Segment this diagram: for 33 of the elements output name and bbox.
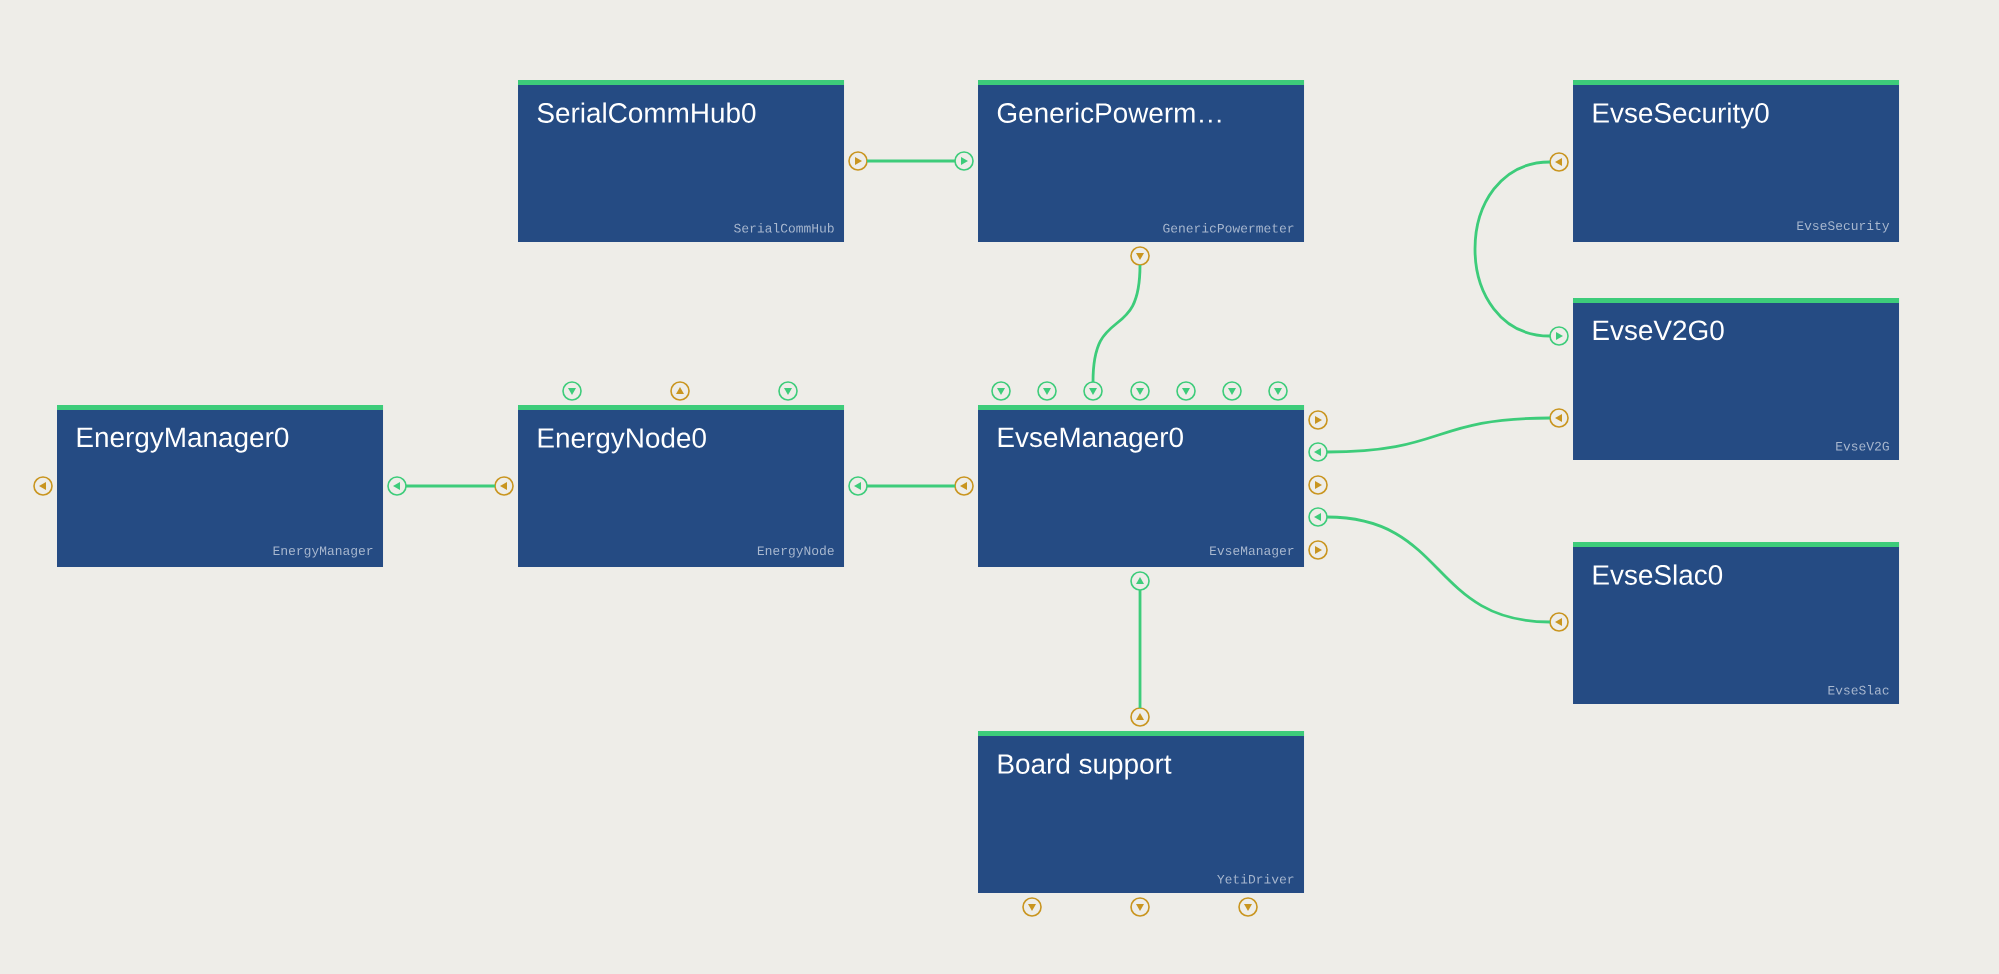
port-icon [1130,571,1150,591]
module-box: EnergyManager0 EnergyManager [57,405,383,567]
port-icon [1308,507,1328,527]
module-box: EnergyNode0 EnergyNode [518,405,844,567]
port-icon [954,476,974,496]
module-box: EvseV2G0 EvseV2G [1573,298,1900,460]
port-icon [1549,612,1569,632]
connector-line [1326,515,1551,624]
module-box: EvseSecurity0 EvseSecurity [1573,80,1900,242]
connector-line [1091,264,1142,383]
port-icon [848,151,868,171]
module-box: GenericPowerm… GenericPowermeter [978,80,1304,242]
module-box: SerialCommHub0 SerialCommHub [518,80,844,242]
port-icon [1130,246,1150,266]
connector-line [867,159,955,163]
port-icon [1308,442,1328,462]
port-icon [387,476,407,496]
module-box: EvseManager0 EvseManager [978,405,1304,567]
connector-line [406,484,495,488]
port-icon [494,476,514,496]
port-icon [1549,152,1569,172]
port-icon [848,476,868,496]
port-icon [1083,381,1103,401]
port-icon [954,151,974,171]
module-box: EvseSlac0 EvseSlac [1573,542,1900,704]
port-icon [1549,408,1569,428]
connector-line [1327,416,1551,454]
connector-line [1138,590,1142,708]
module-box: Board support YetiDriver [978,731,1304,893]
port-icon [1130,707,1150,727]
connector-line [867,484,955,488]
connector-line [1473,160,1551,338]
port-icon [1549,326,1569,346]
